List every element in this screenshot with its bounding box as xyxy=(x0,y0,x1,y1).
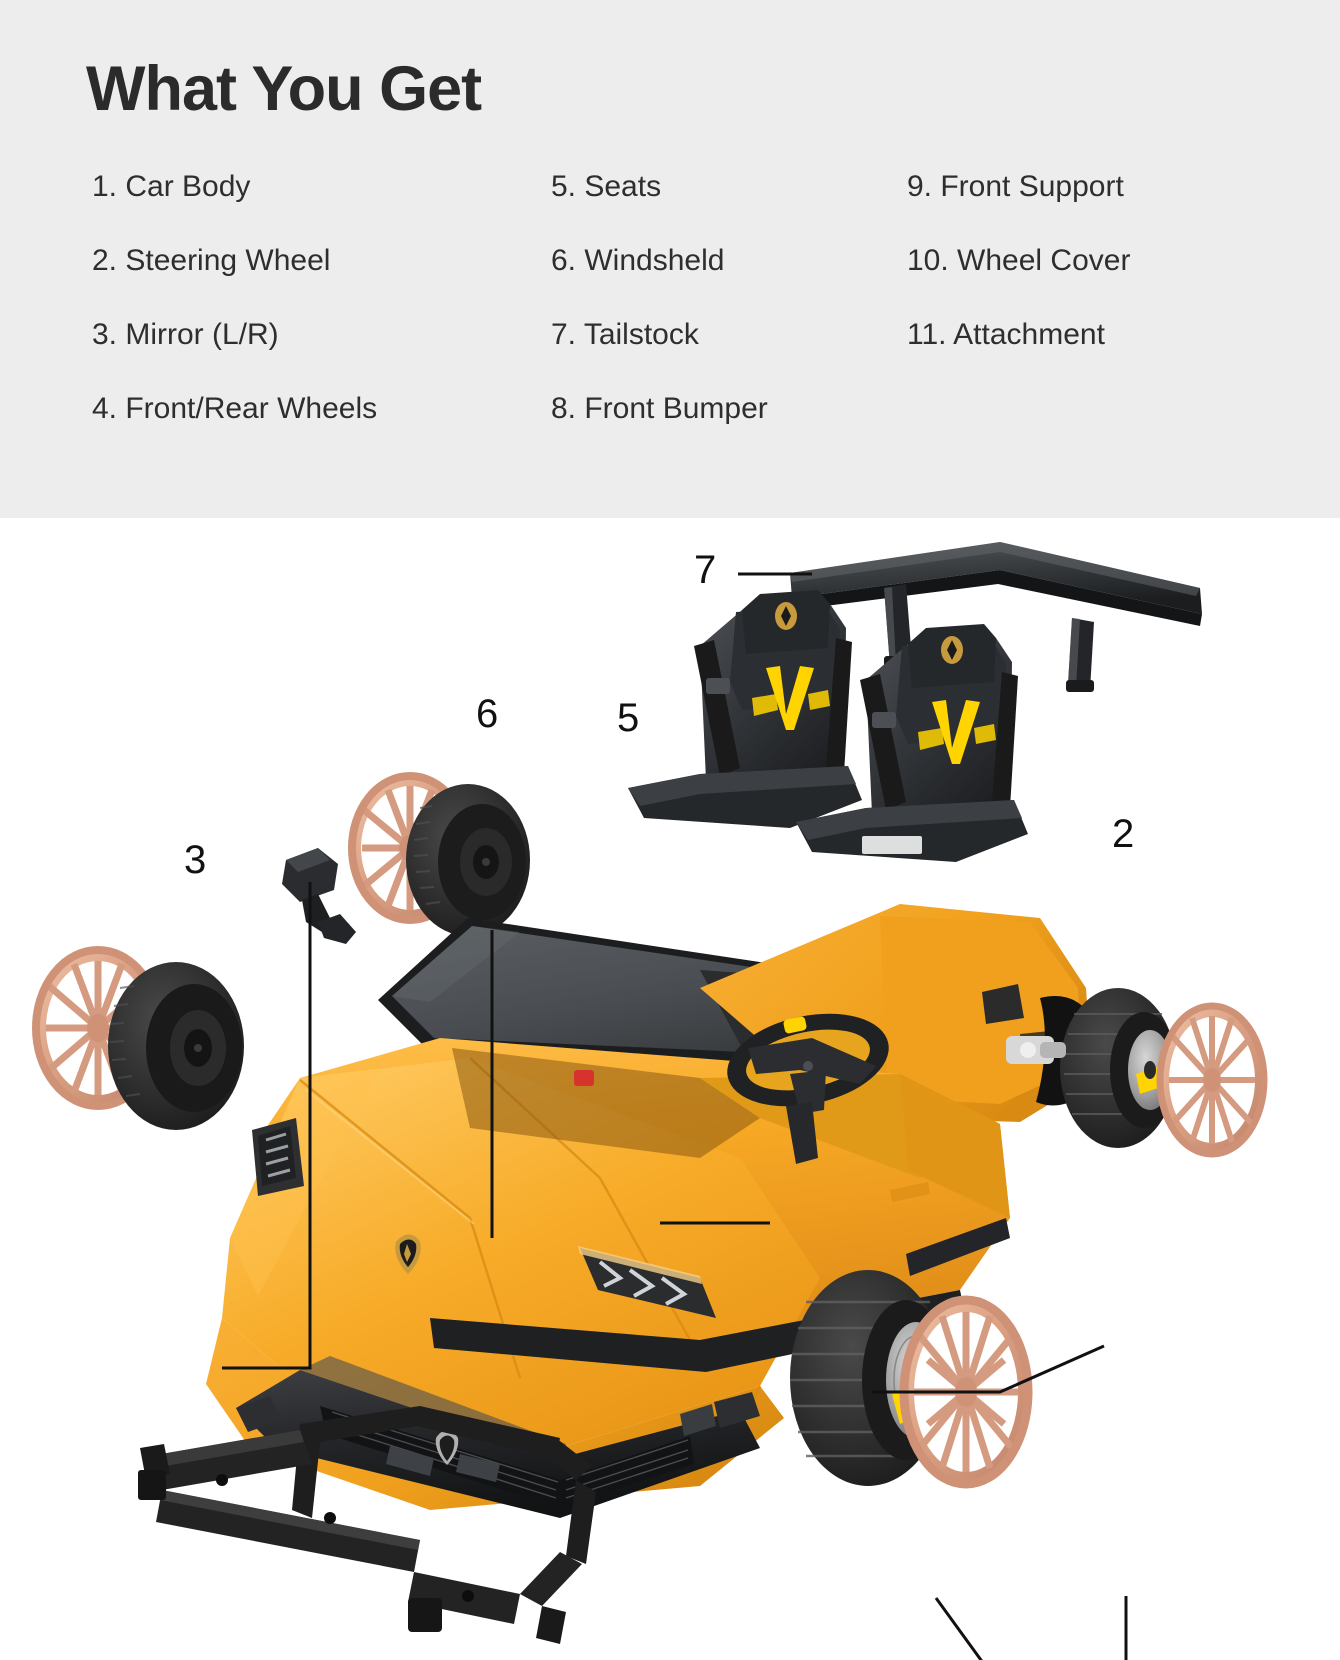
wheel-cover-rear-right-part xyxy=(1156,1002,1268,1158)
list-item: 11. Attachment xyxy=(907,318,1105,351)
parts-column-3: 9. Front Support 10. Wheel Cover 11. Att… xyxy=(907,172,1130,394)
page-title: What You Get xyxy=(86,54,482,124)
front-support-part xyxy=(138,1406,596,1644)
exploded-view-diagram: 7 5 6 3 2 1 8 9 3 4 10 4 xyxy=(0,518,1340,1660)
seat-right-part xyxy=(796,624,1028,862)
list-item: 4. Front/Rear Wheels xyxy=(92,392,378,425)
leader-lines xyxy=(222,572,1128,1660)
wheel-front-left-part xyxy=(108,962,244,1130)
list-item: 2. Steering Wheel xyxy=(92,244,331,277)
callout-2: 2 xyxy=(1112,812,1135,856)
list-item: 8. Front Bumper xyxy=(551,392,768,425)
list-item: 3. Mirror (L/R) xyxy=(92,318,279,351)
wheel-rear-left-part xyxy=(406,784,530,936)
seat-left-part xyxy=(628,590,862,828)
list-item: 1. Car Body xyxy=(92,170,251,203)
callout-5: 5 xyxy=(617,696,640,740)
callout-3-left: 3 xyxy=(184,838,207,882)
parts-column-1: 1. Car Body 2. Steering Wheel 3. Mirror … xyxy=(92,172,377,468)
steering-wheel-part xyxy=(727,1013,889,1164)
parts-column-2: 5. Seats 6. Windsheld 7. Tailstock 8. Fr… xyxy=(551,172,768,468)
list-item: 7. Tailstock xyxy=(551,318,699,351)
tailstock-spoiler-part xyxy=(790,542,1202,692)
header-panel: What You Get 1. Car Body 2. Steering Whe… xyxy=(0,0,1340,518)
mirror-left-part xyxy=(282,848,356,944)
list-item: 5. Seats xyxy=(551,170,662,203)
callout-7: 7 xyxy=(694,548,717,592)
list-item: 9. Front Support xyxy=(907,170,1124,203)
attachment-part xyxy=(1006,1036,1066,1064)
list-item: 6. Windsheld xyxy=(551,244,725,277)
list-item: 10. Wheel Cover xyxy=(907,244,1131,277)
callout-6: 6 xyxy=(476,692,499,736)
